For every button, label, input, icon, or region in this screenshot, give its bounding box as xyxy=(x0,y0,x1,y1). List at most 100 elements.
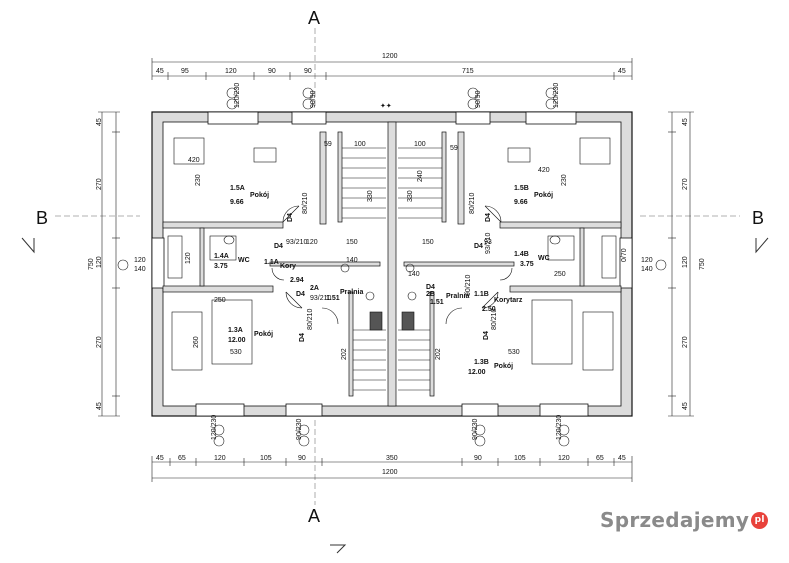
svg-text:Pokój: Pokój xyxy=(534,192,553,199)
svg-text:270: 270 xyxy=(96,178,103,190)
svg-text:270: 270 xyxy=(96,336,103,348)
svg-text:90/90: 90/90 xyxy=(310,90,317,108)
svg-text:12.00: 12.00 xyxy=(468,369,486,376)
svg-text:9.66: 9.66 xyxy=(514,199,528,206)
svg-text:2.50: 2.50 xyxy=(482,306,496,313)
section-mark-a-top: A xyxy=(308,8,320,28)
svg-text:45: 45 xyxy=(156,68,164,75)
svg-text:12.00: 12.00 xyxy=(228,337,246,344)
dim-total-bottom: 1200 xyxy=(382,469,398,476)
svg-text:270: 270 xyxy=(682,178,689,190)
svg-text:9.66: 9.66 xyxy=(230,199,244,206)
dim-total-left: 750 xyxy=(88,258,95,270)
svg-text:0/70: 0/70 xyxy=(621,248,628,262)
door-swings xyxy=(271,205,513,325)
svg-text:✦✦: ✦✦ xyxy=(380,102,392,110)
svg-text:D4: D4 xyxy=(274,243,283,250)
top-windows xyxy=(207,111,577,125)
furniture xyxy=(167,137,617,371)
svg-text:95: 95 xyxy=(181,68,189,75)
top-dimensions xyxy=(151,58,633,80)
interior-walls xyxy=(162,121,622,407)
svg-text:90/90: 90/90 xyxy=(475,90,482,108)
svg-text:45: 45 xyxy=(618,68,626,75)
svg-text:45: 45 xyxy=(156,455,164,462)
svg-text:530: 530 xyxy=(230,349,242,356)
svg-text:140: 140 xyxy=(641,266,653,273)
section-mark-b-left: B xyxy=(36,208,48,228)
svg-text:Pokój: Pokój xyxy=(494,363,513,370)
svg-text:90: 90 xyxy=(268,68,276,75)
svg-text:45: 45 xyxy=(96,118,103,126)
svg-text:120: 120 xyxy=(558,455,570,462)
svg-text:150: 150 xyxy=(422,239,434,246)
left-dimensions xyxy=(98,111,120,417)
svg-text:1.51: 1.51 xyxy=(430,299,444,306)
svg-text:Kory: Kory xyxy=(280,263,296,270)
svg-text:530: 530 xyxy=(508,349,520,356)
svg-text:D4: D4 xyxy=(474,243,483,250)
svg-text:120: 120 xyxy=(306,239,318,246)
svg-text:1.1B: 1.1B xyxy=(474,291,489,298)
svg-text:202: 202 xyxy=(341,348,348,360)
svg-text:240: 240 xyxy=(417,170,424,182)
svg-text:105: 105 xyxy=(514,455,526,462)
svg-text:120/230: 120/230 xyxy=(211,415,218,440)
bottom-windows xyxy=(195,403,589,417)
svg-text:120: 120 xyxy=(225,68,237,75)
svg-text:Pralnia: Pralnia xyxy=(446,293,469,300)
stairs-right xyxy=(398,147,442,391)
svg-text:140: 140 xyxy=(346,257,358,264)
svg-text:1.4B: 1.4B xyxy=(514,251,529,258)
svg-text:715: 715 xyxy=(462,68,474,75)
room-labels: 1.5A Pokój 9.66 1.5B Pokój 9.66 1.4A WC … xyxy=(214,185,553,376)
svg-text:120/230: 120/230 xyxy=(234,83,241,108)
right-dimensions xyxy=(668,111,694,417)
svg-text:1.51: 1.51 xyxy=(326,295,340,302)
svg-text:45: 45 xyxy=(682,402,689,410)
svg-text:80/210: 80/210 xyxy=(469,192,476,214)
svg-text:350: 350 xyxy=(386,455,398,462)
svg-text:Pokój: Pokój xyxy=(250,192,269,199)
svg-text:45: 45 xyxy=(618,455,626,462)
bottom-dimensions xyxy=(151,456,633,482)
svg-text:202: 202 xyxy=(435,348,442,360)
svg-text:93/210: 93/210 xyxy=(310,295,332,302)
svg-text:93: 93 xyxy=(484,239,492,246)
svg-text:D4: D4 xyxy=(299,333,306,342)
svg-text:90/230: 90/230 xyxy=(296,418,303,440)
svg-text:150: 150 xyxy=(346,239,358,246)
svg-text:1.4A: 1.4A xyxy=(214,253,229,260)
svg-text:120: 120 xyxy=(134,257,146,264)
svg-text:120/230: 120/230 xyxy=(556,415,563,440)
svg-text:100: 100 xyxy=(354,141,366,148)
svg-text:D4: D4 xyxy=(483,331,490,340)
svg-text:120: 120 xyxy=(96,256,103,268)
svg-text:120: 120 xyxy=(185,252,192,264)
svg-text:45: 45 xyxy=(96,402,103,410)
svg-text:2B: 2B xyxy=(426,291,435,298)
svg-text:105: 105 xyxy=(260,455,272,462)
svg-text:140: 140 xyxy=(134,266,146,273)
svg-text:80/210: 80/210 xyxy=(307,308,314,330)
svg-text:140: 140 xyxy=(408,271,420,278)
brand-name: Sprzedajemy xyxy=(600,508,750,532)
svg-text:80/210: 80/210 xyxy=(302,192,309,214)
svg-text:WC: WC xyxy=(538,255,550,262)
svg-text:250: 250 xyxy=(214,297,226,304)
svg-text:1.3A: 1.3A xyxy=(228,327,243,334)
section-mark-b-right: B xyxy=(752,208,764,228)
svg-text:Pokój: Pokój xyxy=(254,331,273,338)
svg-text:270: 270 xyxy=(682,336,689,348)
svg-text:120: 120 xyxy=(214,455,226,462)
svg-text:59: 59 xyxy=(324,141,332,148)
svg-text:420: 420 xyxy=(538,167,550,174)
svg-text:1.5B: 1.5B xyxy=(514,185,529,192)
svg-text:45: 45 xyxy=(682,118,689,126)
svg-text:59: 59 xyxy=(450,145,458,152)
svg-text:2.94: 2.94 xyxy=(290,277,304,284)
svg-text:80/210: 80/210 xyxy=(491,308,498,330)
svg-text:90: 90 xyxy=(474,455,482,462)
svg-text:90/210: 90/210 xyxy=(465,274,472,296)
